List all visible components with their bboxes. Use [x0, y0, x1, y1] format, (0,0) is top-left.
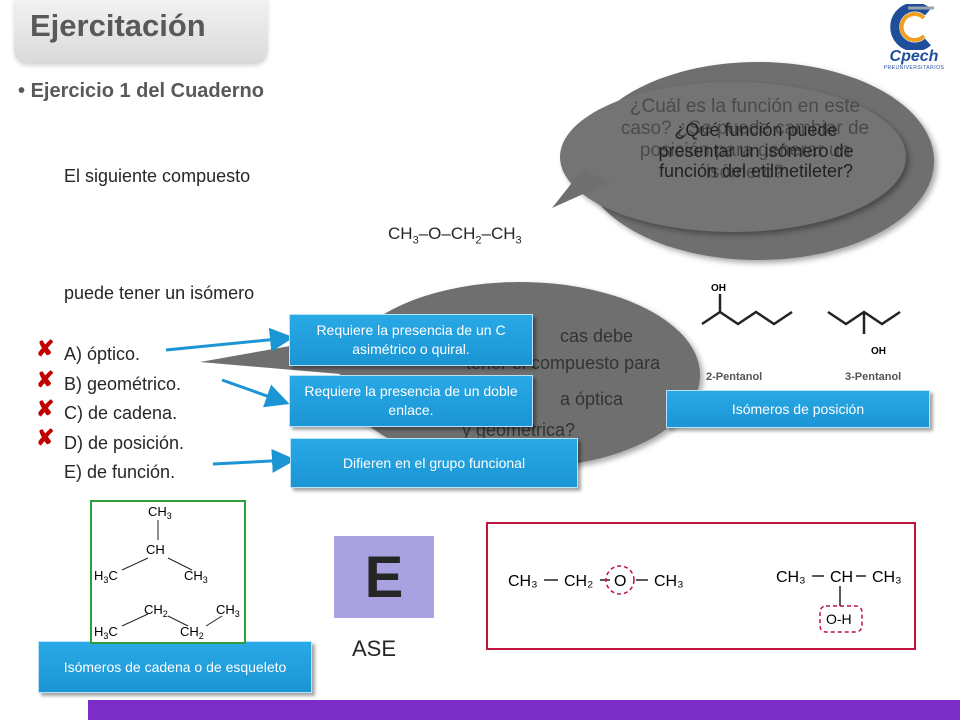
cpech-logo: Cpech PREUNIVERSITARIOS — [878, 2, 950, 74]
callout-geometrico: Requiere la presencia de un doble enlace… — [289, 375, 533, 427]
callout-cadena: Isómeros de cadena o de esqueleto — [38, 641, 312, 693]
cpech-c-icon — [890, 2, 934, 52]
arrow-funcion — [212, 448, 296, 473]
svg-text:H3C: H3C — [94, 568, 118, 585]
bubble-mid-line1: cas debe — [560, 326, 634, 346]
wrong-mark-a-icon: ✘ — [36, 336, 55, 361]
svg-text:CH3: CH3 — [216, 602, 240, 619]
wrong-mark-d-icon: ✘ — [36, 425, 55, 450]
answer-options: A) óptico. B) geométrico. C) de cadena. … — [64, 340, 184, 488]
option-a: A) óptico. — [64, 344, 141, 364]
oh-label-left: OH — [711, 283, 726, 294]
oh-label-right: OH — [871, 346, 886, 357]
functional-isomers-image: CH₃ CH₂ O CH₃ CH₃ CH CH₃ O-H — [486, 522, 916, 650]
question-intro: El siguiente compuesto — [64, 166, 251, 186]
top-bubble-front-text: ¿Qué función puede presentar un isómero … — [658, 120, 854, 182]
alcohol-oh: O-H — [826, 611, 852, 627]
slide-title: Ejercitación — [30, 8, 206, 43]
option-e: E) de función. — [64, 462, 176, 482]
answer-letter: E — [364, 544, 404, 610]
arrow-geometrico — [221, 378, 290, 408]
answer-box: E — [334, 536, 434, 618]
svg-text:CH3: CH3 — [148, 504, 172, 521]
alcohol-ch3-right: CH₃ — [872, 569, 902, 586]
pentanol-2-name: 2-Pentanol — [706, 371, 763, 383]
answer-note: ASE — [352, 636, 397, 661]
option-b: B) geométrico. — [64, 373, 182, 394]
wrong-mark-c-icon: ✘ — [36, 396, 55, 421]
callout-funcion: Difieren en el grupo funcional — [290, 438, 578, 488]
option-c: C) de cadena. — [64, 403, 178, 423]
callout-posicion: Isómeros de posición — [666, 390, 930, 428]
pentanol-3-name: 3-Pentanol — [845, 371, 902, 383]
top-bubble-back-text: ¿Cuál es la función en este caso? ¿Se pu… — [620, 96, 870, 183]
svg-text:CH2: CH2 — [180, 624, 204, 641]
top-speech-bubble-front — [560, 82, 906, 232]
bubble-mid-line3: a óptica — [560, 389, 624, 409]
svg-text:H3C: H3C — [94, 624, 118, 641]
top-bubble-tail — [552, 170, 610, 208]
logo-brand: Cpech — [889, 48, 939, 65]
callout-optico: Requiere la presencia de un C asimétrico… — [289, 314, 533, 366]
subtitle: Ejercicio 1 del Cuaderno — [18, 80, 264, 103]
ether-ch2: CH₂ — [564, 573, 593, 590]
compound-formula: CH3–O–CH2–CH3 — [388, 224, 522, 247]
option-d: D) de posición. — [64, 432, 185, 453]
alcohol-ch: CH — [830, 569, 853, 586]
ether-ch3-right: CH₃ — [654, 573, 684, 590]
bottom-bar — [88, 700, 960, 720]
ether-ch3-left: CH₃ — [508, 573, 538, 590]
wrong-mark-b-icon: ✘ — [36, 367, 55, 392]
question-stem: puede tener un isómero — [64, 283, 255, 303]
svg-text:CH3: CH3 — [184, 568, 208, 585]
logo-tagline: PREUNIVERSITARIOS — [883, 65, 945, 71]
svg-text:CH2: CH2 — [144, 602, 168, 619]
chain-isomers-image: CH3 CH H3C CH3 CH2 CH3 H3C CH2 — [90, 500, 246, 644]
svg-text:CH: CH — [146, 542, 165, 557]
ether-oxygen: O — [614, 573, 626, 590]
alcohol-ch3-left: CH₃ — [776, 569, 806, 586]
title-tab: Ejercitación — [14, 0, 268, 64]
pentanol-structures — [701, 294, 901, 334]
